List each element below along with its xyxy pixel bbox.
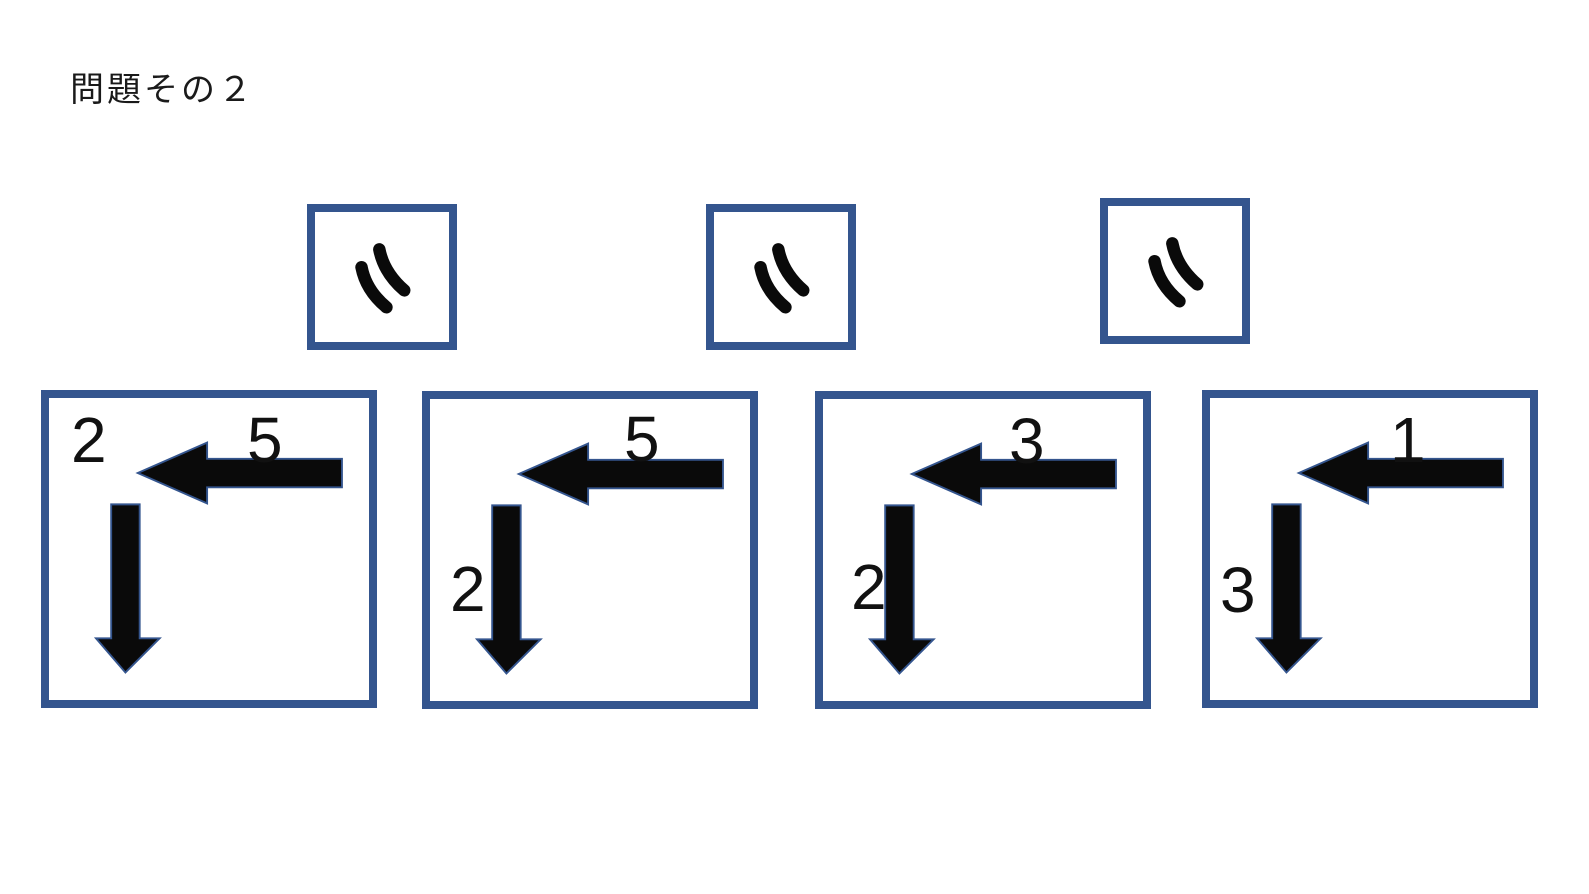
left-arrow-count: 5 <box>247 404 283 476</box>
puzzle-box-1: 2 5 <box>41 390 377 708</box>
dakuten-icon <box>1148 237 1204 308</box>
down-arrow-count: 2 <box>71 404 107 476</box>
left-arrow-icon <box>1296 441 1504 505</box>
left-arrow-count: 3 <box>1009 405 1045 477</box>
down-arrow-icon <box>93 503 162 674</box>
puzzle-box-4: 1 3 <box>1202 390 1538 708</box>
down-arrow-icon <box>1254 503 1323 674</box>
down-arrow-count: 3 <box>1220 554 1256 626</box>
left-arrow-icon <box>909 442 1117 506</box>
dakuten-icon <box>754 243 810 314</box>
left-arrow-count: 5 <box>624 403 660 475</box>
arrows-graphic <box>93 441 343 674</box>
arrows-graphic <box>1254 441 1504 674</box>
puzzle-box-3: 3 2 <box>815 391 1151 709</box>
puzzle-box-2: 5 2 <box>422 391 758 709</box>
left-arrow-icon <box>516 442 724 506</box>
left-arrow-icon <box>135 441 343 505</box>
dakuten-icon <box>355 243 411 314</box>
arrows-graphic <box>867 442 1117 675</box>
hint-box-3 <box>1100 198 1250 344</box>
down-arrow-count: 2 <box>851 551 887 623</box>
arrows-graphic <box>474 442 724 675</box>
page-title: 問題その２ <box>70 71 255 109</box>
hint-box-1 <box>307 204 457 350</box>
down-arrow-icon <box>474 504 543 675</box>
down-arrow-count: 2 <box>450 553 486 625</box>
left-arrow-count: 1 <box>1390 404 1426 476</box>
down-arrow-icon <box>867 504 936 675</box>
hint-box-2 <box>706 204 856 350</box>
